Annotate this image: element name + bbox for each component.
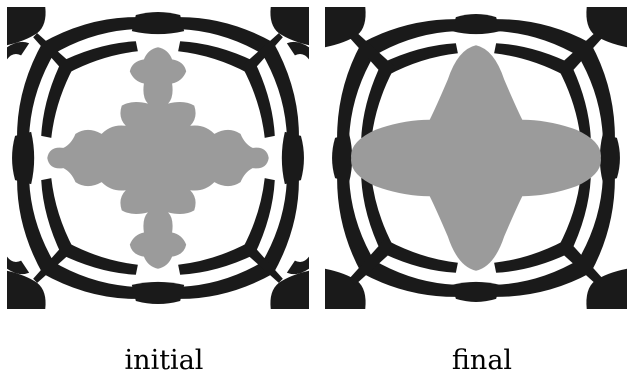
initial-topology-panel [7,4,309,312]
inclusion-shape [351,45,601,271]
inclusion-shape [47,47,269,269]
strut-frame [7,7,309,309]
final-caption: final [451,345,513,376]
initial-topology-figure [7,7,309,309]
strut-frame [325,7,627,309]
final-topology-figure [325,7,627,309]
final-topology-panel [325,4,627,312]
initial-caption: initial [124,345,204,376]
